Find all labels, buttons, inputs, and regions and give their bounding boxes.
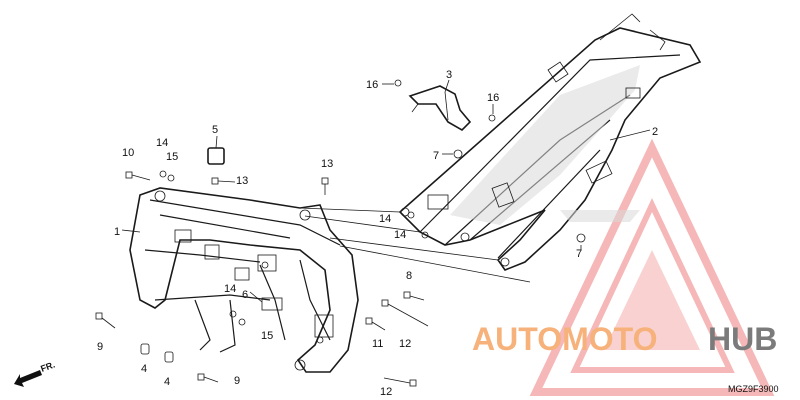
callout-1: 1: [114, 226, 120, 238]
washer-15b: [238, 318, 246, 326]
washer-15a: [167, 174, 175, 182]
watermark-hub: HUB: [708, 321, 777, 357]
callout-14b: 14: [224, 283, 236, 295]
watermark-logo-triangle: [529, 138, 775, 396]
callout-4b: 4: [164, 376, 170, 388]
callout-4a: 4: [141, 363, 147, 375]
callout-10: 10: [122, 147, 134, 159]
callout-7b: 7: [576, 248, 582, 260]
bolt-8: [403, 291, 425, 301]
callout-14d: 14: [394, 229, 406, 241]
nut-16b: [488, 114, 496, 122]
callout-15b: 15: [261, 330, 273, 342]
seat-bracket: [408, 85, 472, 131]
bolt-10: [125, 171, 151, 181]
grommet-7a: [453, 149, 463, 159]
callout-13b: 13: [321, 158, 333, 170]
nut-14b: [229, 310, 237, 318]
bolt-11: [365, 317, 386, 331]
nut-14a: [159, 170, 167, 178]
callout-16a: 16: [366, 79, 378, 91]
leader-lines: [121, 79, 651, 303]
callout-6: 6: [242, 289, 248, 301]
bolt-9b: [197, 373, 219, 383]
bolt-12a: [381, 299, 429, 327]
watermark-text: AUTOMOTO HUB: [472, 321, 777, 357]
assembly-guide-lines: [299, 207, 531, 283]
callout-9b: 9: [234, 375, 240, 387]
bolt-12b: [383, 377, 417, 387]
front-label: FR.: [39, 360, 56, 374]
callout-12b: 12: [380, 386, 392, 398]
callout-13a: 13: [236, 175, 248, 187]
front-direction-marker: FR.: [14, 360, 56, 387]
main-frame: [129, 147, 359, 373]
callout-7a: 7: [433, 150, 439, 162]
callout-8: 8: [406, 270, 412, 282]
callout-9a: 9: [97, 341, 103, 353]
callout-12a: 12: [399, 338, 411, 350]
callout-14a: 14: [156, 137, 168, 149]
callout-16b: 16: [487, 92, 499, 104]
collar-4a: [140, 343, 150, 355]
front-arrow-icon: [14, 370, 42, 387]
rear-subframe: [398, 13, 702, 271]
watermark-automoto: AUTOMOTO: [472, 321, 657, 357]
bolt-13b: [321, 177, 329, 195]
callout-2: 2: [652, 126, 658, 138]
nut-14c: [407, 211, 415, 219]
bolt-13a: [211, 177, 236, 185]
callout-labels: 1 2 3 4 4 5 6 7 7 8 9 9 10 11 12 12 13 1…: [97, 69, 658, 398]
callout-14c: 14: [379, 213, 391, 225]
nut-14d: [421, 231, 429, 239]
bolt-9a: [95, 312, 116, 329]
fasteners: [95, 79, 586, 387]
callout-11: 11: [372, 338, 383, 350]
callout-15a: 15: [166, 151, 178, 163]
callout-5: 5: [212, 124, 218, 136]
collar-4b: [164, 351, 174, 363]
diagram-part-code: MGZ9F3900: [728, 384, 779, 394]
grommet-7b: [576, 233, 586, 243]
nut-16a: [394, 79, 402, 87]
callout-3: 3: [446, 69, 452, 81]
